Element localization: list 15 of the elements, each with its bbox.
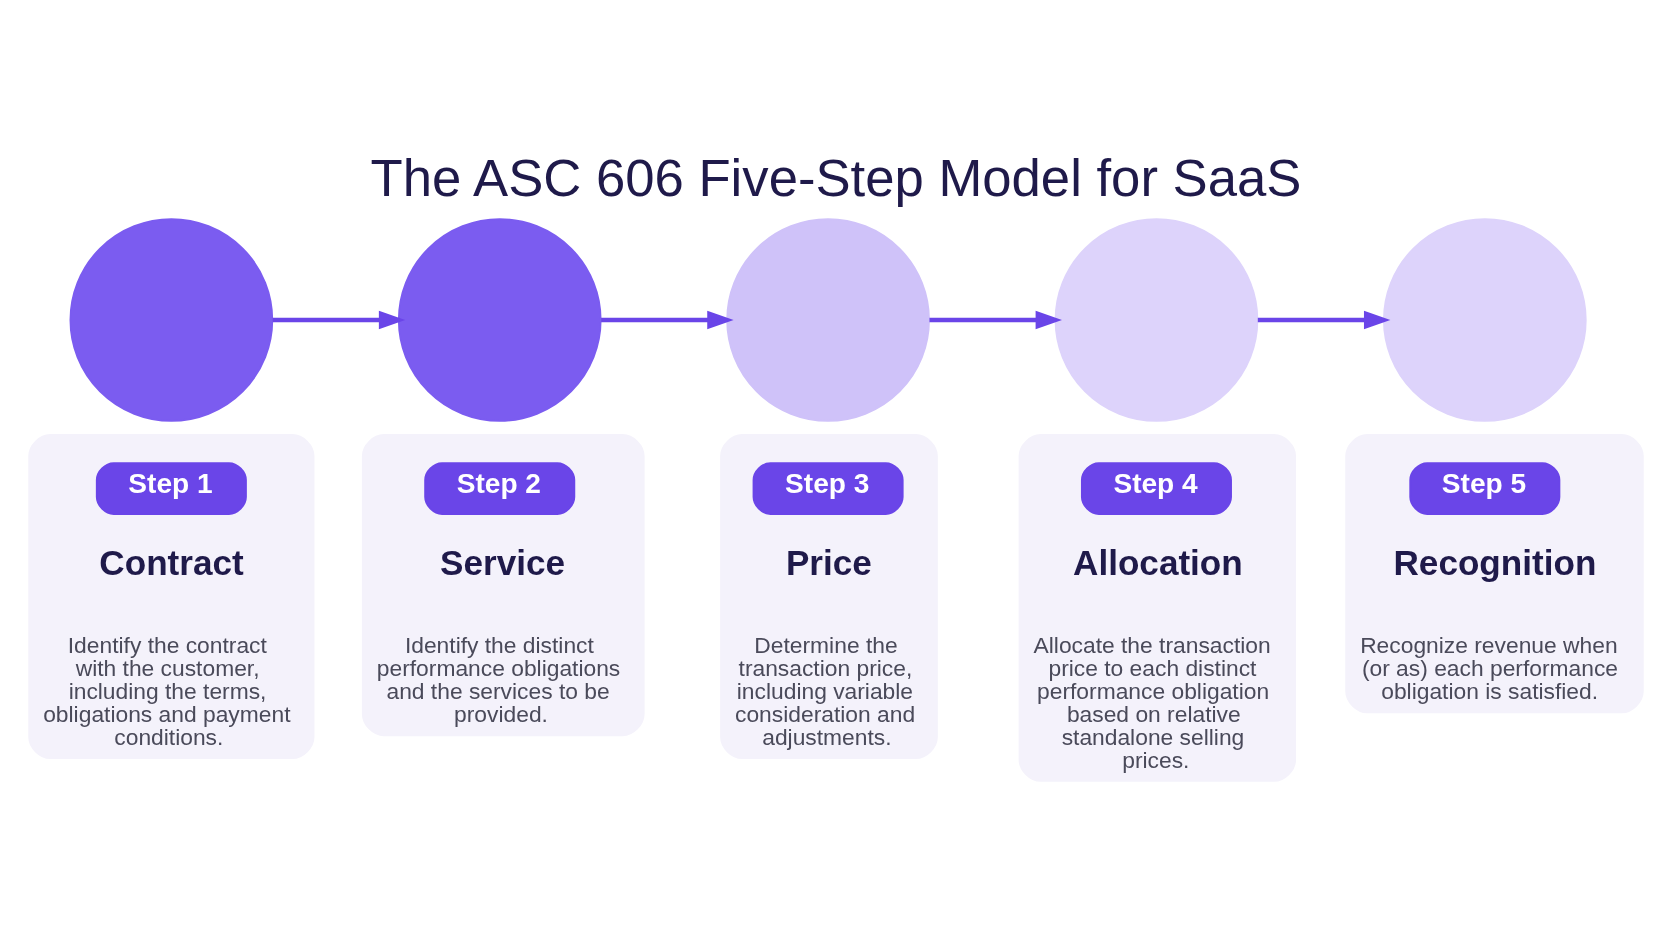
arrow <box>929 310 1062 329</box>
node-circle <box>726 217 930 422</box>
node-box: Step 3 <box>752 461 904 515</box>
node-box: Step 1 <box>95 461 247 515</box>
node-box: Step 4 <box>1080 461 1232 515</box>
node-circle <box>1054 217 1259 422</box>
diagram-title: The ASC 606 Five-Step Model for SaaS <box>370 147 1302 207</box>
node-circle <box>69 217 274 422</box>
arrow <box>601 310 734 329</box>
node-circle <box>1382 217 1587 422</box>
node-box: Step 5 <box>1409 461 1561 515</box>
node-circle <box>397 217 602 422</box>
arrow <box>1257 310 1391 329</box>
arrow <box>272 310 406 329</box>
node-box: Step 2 <box>424 461 576 515</box>
